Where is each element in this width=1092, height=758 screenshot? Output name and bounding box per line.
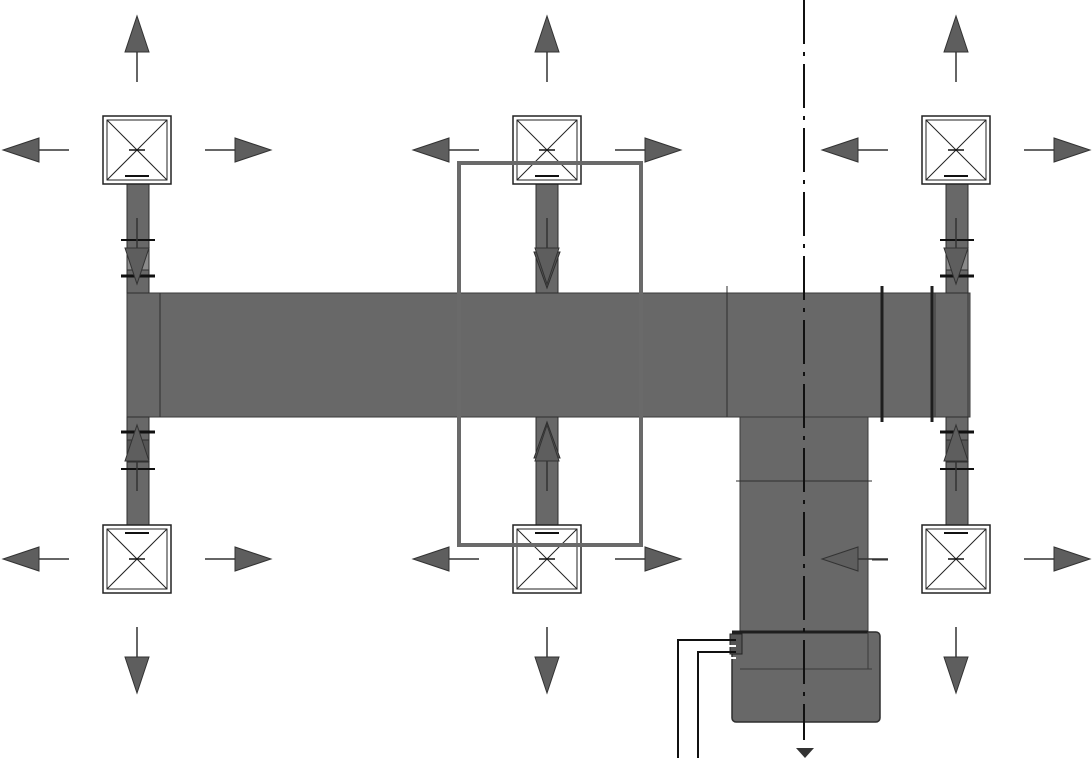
arrow-left-icon [1, 546, 40, 572]
diffusers [1, 14, 1092, 695]
diffuser-inner [925, 119, 987, 181]
arrow-down-icon [124, 656, 150, 695]
arrow-right-icon [1053, 137, 1092, 163]
supply-riser [736, 416, 888, 633]
diffuser-inner [516, 119, 578, 181]
unit-body [731, 631, 881, 723]
arrow-left-icon [820, 137, 859, 163]
diffuser-inner [516, 528, 578, 590]
main-duct [126, 286, 971, 422]
arrow-up-icon [124, 423, 150, 462]
arrow-down-icon [943, 656, 969, 695]
arrow-down-icon [943, 247, 969, 286]
selection-box[interactable] [457, 161, 643, 547]
arrow-up-icon [943, 423, 969, 462]
arrow-down-icon [124, 247, 150, 286]
arrow-right-icon [234, 137, 273, 163]
arrow-right-icon [644, 546, 683, 572]
arrow-up-icon [534, 423, 560, 462]
right-end-tee [934, 292, 969, 418]
pipe-line [677, 639, 736, 758]
arrow-up-icon [124, 14, 150, 53]
diffuser-inner [925, 528, 987, 590]
arrow-up-icon [534, 14, 560, 53]
drain-arrow [796, 748, 814, 758]
pipe-line [697, 651, 736, 758]
pipe-line [683, 645, 736, 758]
arrow-left-icon [411, 546, 450, 572]
arrow-right-icon [1053, 546, 1092, 572]
arrow-up-icon [943, 14, 969, 53]
arrow-down-icon [534, 247, 560, 286]
arrow-right-icon [234, 546, 273, 572]
arrow-left-icon [411, 137, 450, 163]
arrow-left-icon [1, 137, 40, 163]
arrow-right-icon [644, 137, 683, 163]
left-end-tee [126, 292, 161, 418]
diffuser-inner [106, 528, 168, 590]
arrow-down-icon [534, 656, 560, 695]
pipe-line [703, 657, 736, 758]
air-handling-unit [677, 630, 881, 758]
main-trunk [159, 292, 971, 418]
diffuser-inner [106, 119, 168, 181]
arrow-left-icon [820, 546, 859, 572]
